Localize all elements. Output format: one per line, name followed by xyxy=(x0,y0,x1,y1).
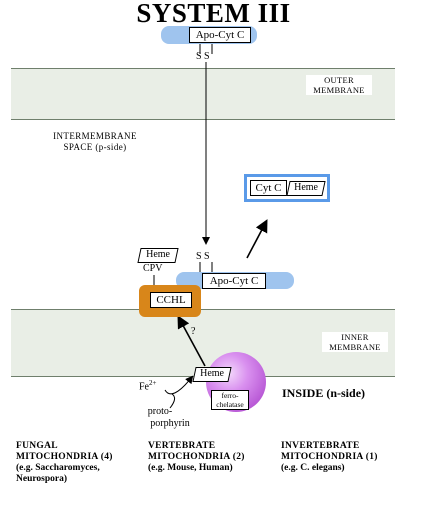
outer-membrane-label-line1: OUTER xyxy=(324,75,354,85)
ferro-heme-label: Heme xyxy=(200,368,225,379)
ferrochelatase-label: ferro- chelatase xyxy=(211,390,249,410)
ccpv-heme-label: Heme xyxy=(146,249,171,260)
footer-vertebrate-line1: VERTEBRATE xyxy=(148,441,216,451)
cyt-c-heme: Heme xyxy=(286,181,326,196)
footer-fungal: FUNGAL MITOCHONDRIA (4) (e.g. Saccharomy… xyxy=(16,441,144,485)
fe-charge: 2+ xyxy=(149,379,157,387)
cpv-label: CPV xyxy=(143,263,163,274)
protoporphyrin-line2: porphyrin xyxy=(150,418,190,429)
inner-membrane-label: INNER MEMBRANE xyxy=(322,332,388,352)
ss-bottom-label: S S xyxy=(196,251,210,262)
ferro-heme: Heme xyxy=(192,367,232,382)
fe-arrow xyxy=(164,375,194,395)
question-mark: ? xyxy=(191,326,196,337)
intermembrane-label-line2: SPACE (p-side) xyxy=(63,142,127,152)
release-arrow xyxy=(246,219,268,259)
ss-top-label: S S xyxy=(196,51,210,62)
footer-fungal-note1: (e.g. Saccharomyces, xyxy=(16,463,100,473)
page-title: SYSTEM III xyxy=(136,0,291,28)
intermembrane-space-label: INTERMEMBRANE SPACE (p-side) xyxy=(30,131,160,153)
ferrochelatase-label-line1: ferro- xyxy=(221,391,239,400)
footer-fungal-note2: Neurospora) xyxy=(16,474,68,484)
cchl-label: CCHL xyxy=(150,292,192,308)
inner-membrane-label-line2: MEMBRANE xyxy=(329,342,381,352)
protoporphyrin-label: proto- porphyrin xyxy=(130,406,190,430)
footer-vertebrate: VERTEBRATE MITOCHONDRIA (2) (e.g. Mouse,… xyxy=(148,441,278,474)
fe2-label: Fe2+ xyxy=(139,377,156,393)
apo-cyt-c-bottom-label: Apo-Cyt C xyxy=(202,273,266,289)
footer-invertebrate-note1: (e.g. C. elegans) xyxy=(281,463,345,473)
apo-cyt-c-top-label: Apo-Cyt C xyxy=(189,27,251,43)
footer-invertebrate-line2: MITOCHONDRIA (1) xyxy=(281,452,378,462)
footer-invertebrate: INVERTEBRATE MITOCHONDRIA (1) (e.g. C. e… xyxy=(281,441,421,474)
inside-label: INSIDE (n-side) xyxy=(282,386,366,400)
footer-fungal-line2: MITOCHONDRIA (4) xyxy=(16,452,113,462)
cyt-c-heme-label: Heme xyxy=(294,182,319,193)
intermembrane-label-line1: INTERMEMBRANE xyxy=(53,131,137,141)
ferrochelatase-label-line2: chelatase xyxy=(216,400,244,409)
footer-fungal-line1: FUNGAL xyxy=(16,441,58,451)
footer-invertebrate-line1: INVERTEBRATE xyxy=(281,441,360,451)
heme-transfer-arrow xyxy=(177,315,206,367)
cyt-c-label: Cyt C xyxy=(250,180,287,196)
fe-symbol: Fe xyxy=(139,381,149,393)
outer-membrane-label: OUTER MEMBRANE xyxy=(306,75,372,95)
outer-membrane-label-line2: MEMBRANE xyxy=(313,85,365,95)
inner-membrane-label-line1: INNER xyxy=(341,332,369,342)
porphyrin-arrow xyxy=(169,393,176,409)
footer-vertebrate-line2: MITOCHONDRIA (2) xyxy=(148,452,245,462)
ccpv-heme: Heme xyxy=(137,248,179,263)
footer-vertebrate-note1: (e.g. Mouse, Human) xyxy=(148,463,233,473)
protoporphyrin-line1: proto- xyxy=(147,406,173,417)
